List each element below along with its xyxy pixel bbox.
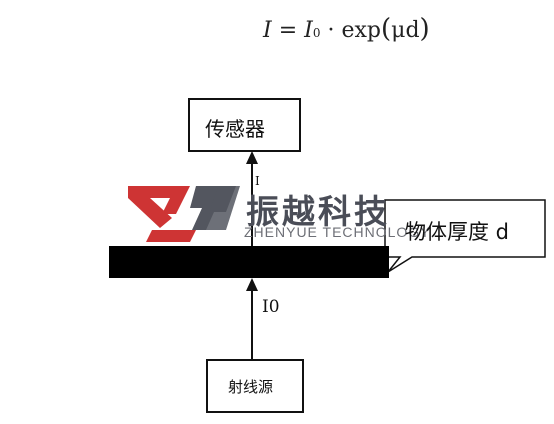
watermark-logo-mark: [128, 186, 240, 242]
formula-open-paren: (: [381, 14, 392, 44]
formula-i0-sub: 0: [312, 26, 321, 40]
transmitted-beam-arrowhead: [246, 151, 258, 164]
formula-arg: μd: [391, 18, 420, 43]
source-box: [206, 359, 304, 413]
formula: I = I0 · exp(μd): [263, 14, 430, 44]
formula-equals: =: [278, 18, 298, 43]
watermark-english: ZHENYUE TECHNOLOGY: [244, 224, 431, 240]
formula-dot: ·: [327, 18, 335, 43]
formula-func: exp: [341, 18, 381, 43]
sensor-box: [188, 98, 301, 152]
object-slab: [109, 246, 389, 278]
watermark-chinese: 振越科技: [246, 192, 390, 231]
intensity-out-label: I: [255, 174, 260, 188]
source-label: 射线源: [228, 378, 274, 396]
formula-i0-base: I: [304, 18, 313, 43]
incident-beam-arrowhead: [246, 278, 258, 291]
formula-close-paren: ): [419, 14, 430, 44]
intensity-in-label: I0: [262, 297, 280, 317]
thickness-label: 物体厚度 d: [405, 220, 510, 244]
sensor-label: 传感器: [205, 117, 265, 141]
formula-lhs: I: [263, 18, 272, 43]
